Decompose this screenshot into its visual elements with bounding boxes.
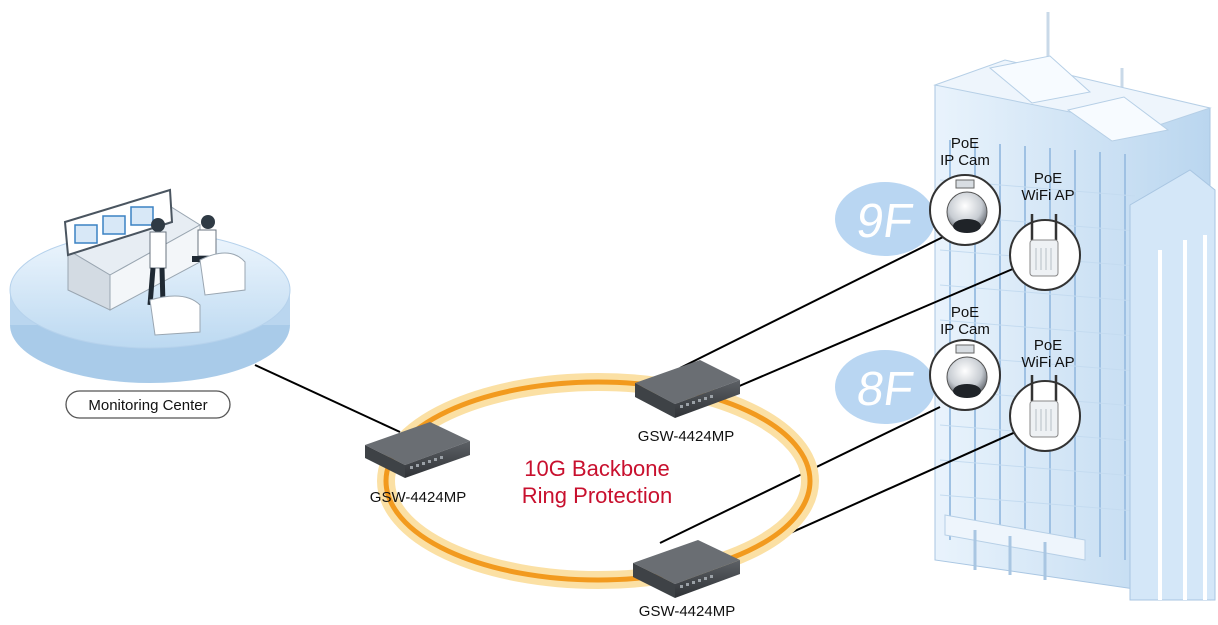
ip-camera-8f — [929, 339, 1001, 411]
cam9-line1: PoE — [951, 135, 979, 152]
switch-bottom-label: GSW-4424MP — [639, 603, 735, 620]
wifi-ap-9f — [1009, 214, 1081, 291]
switch-left — [365, 422, 470, 478]
switch-left-label: GSW-4424MP — [370, 489, 466, 506]
switch-top — [635, 360, 740, 418]
cam8-line1: PoE — [951, 304, 979, 321]
monitoring-center-illustration — [9, 188, 291, 383]
floor-badge-9f: 9F — [835, 182, 935, 256]
backbone-label-line2: Ring Protection — [522, 483, 672, 508]
switch-top-label: GSW-4424MP — [638, 428, 734, 445]
ap9-line2: WiFi AP — [1021, 187, 1074, 204]
switch-bottom — [633, 540, 740, 598]
monitoring-center-label: Monitoring Center — [65, 390, 231, 419]
monitoring-center-text: Monitoring Center — [88, 397, 207, 414]
floor-badge-8f: 8F — [835, 350, 935, 424]
ip-camera-9f — [929, 174, 1001, 246]
office-building — [933, 12, 1216, 601]
cam8-line2: IP Cam — [940, 321, 990, 338]
backbone-label-line1: 10G Backbone — [524, 456, 670, 481]
cam9-line2: IP Cam — [940, 152, 990, 169]
ap8-line1: PoE — [1034, 337, 1062, 354]
floor-8f-label: 8F — [854, 362, 918, 416]
wifi-ap-8f — [1009, 375, 1081, 452]
floor-9f-label: 9F — [853, 194, 917, 248]
ap8-line2: WiFi AP — [1021, 354, 1074, 371]
ap9-line1: PoE — [1034, 170, 1062, 187]
backbone-ring — [377, 373, 819, 589]
